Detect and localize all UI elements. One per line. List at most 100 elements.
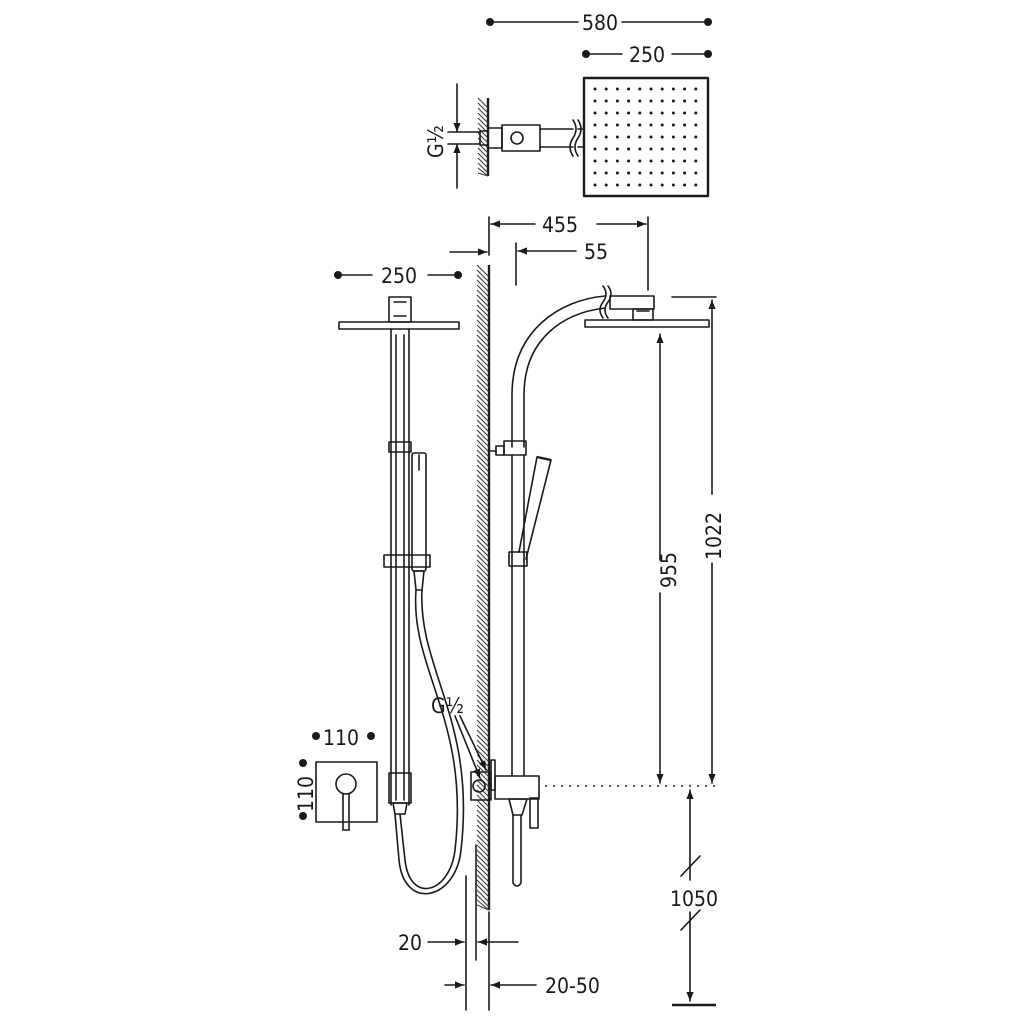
nozzle-dot [615,111,619,115]
wall-hatch-line [476,559,490,573]
nozzle-dot [615,147,619,151]
wall-hatch-line [476,509,490,523]
nozzle-dot [593,171,597,175]
nozzle-dot [683,171,687,175]
wall-hatch-line [476,284,490,298]
wall-hatch-line [476,839,490,853]
nozzle-dot [593,147,597,151]
wall-hatch-line [476,739,490,753]
nozzle-dot [660,87,664,91]
wall-hatch-line [476,354,490,368]
nozzle-dot [604,135,608,139]
wall-hatch-line [476,594,490,608]
wall-hatch-line [476,524,490,538]
wall-hatch-line [476,589,490,603]
wall-hatch-line [476,599,490,613]
wall-hatch-line [476,614,490,628]
wall-hatch-line [476,319,490,333]
wall-hatch-line [476,719,490,733]
nozzle-dot [615,183,619,187]
wall-hatch-line [476,649,490,663]
wall-hatch-line [477,97,489,109]
wall-hatch-line [476,579,490,593]
nozzle-dot [615,171,619,175]
nozzle-dot [671,147,675,151]
dim-955-label: 955 [657,552,681,588]
wall-hatch-line [476,699,490,713]
wall-hatch-line [476,414,490,428]
wall-hatch-line [476,714,490,728]
dim-110-width-label: 110 [323,726,359,750]
nozzle-dot [638,183,642,187]
nozzle-dot [638,99,642,103]
wall-hatch-line [476,419,490,433]
nozzle-dot [649,183,653,187]
wall-hatch-line [476,514,490,528]
front-hand-shower [383,452,431,591]
dimension-1050: 1050 [670,789,718,1007]
dimension-55: 55 [515,240,608,286]
side-mixer-body [470,759,540,887]
nozzle-dot [660,111,664,115]
nozzle-dot [638,159,642,163]
wall-hatch-line [476,519,490,533]
wall-hatch-line [476,684,490,698]
wall-hatch-line [476,389,490,403]
nozzle-dot [683,159,687,163]
wall-hatch-line [477,127,489,139]
wall-hatch-line [476,844,490,858]
front-shower-head [338,296,460,330]
nozzle-dot [683,87,687,91]
nozzle-dot [694,111,698,115]
wall-hatch-line [476,619,490,633]
wall-hatch-line [476,444,490,458]
nozzle-dot [660,99,664,103]
nozzle-dot [694,147,698,151]
side-hand-shower [518,455,552,560]
wall-hatch-line [476,304,490,318]
wall-hatch-line [476,829,490,843]
wall-hatch-line [476,569,490,583]
wall-hatch-line [476,889,490,903]
wall-hatch-line [476,494,490,508]
top-shower-arm [479,119,585,157]
dim-580-label: 580 [582,11,618,35]
wall-hatch-line [476,459,490,473]
wall-hatch-line [476,859,490,873]
front-shower-hose [394,589,465,895]
wall-hatch-line [476,469,490,483]
side-view: 455 55 [398,213,726,1011]
wall-hatch-line [476,394,490,408]
nozzle-dot [627,171,631,175]
dim-20-50-label: 20-50 [545,974,600,998]
nozzle-dot [615,87,619,91]
dimension-580: 580 [486,11,712,35]
wall-hatch-line [476,314,490,328]
front-riser-pipe [388,328,412,815]
nozzle-dot [694,99,698,103]
nozzle-dot [694,135,698,139]
wall-hatch-line [476,574,490,588]
nozzle-dot [660,135,664,139]
wall-hatch-line [476,474,490,488]
wall-hatch-line [476,609,490,623]
nozzle-dot [649,171,653,175]
wall-hatch-line [476,399,490,413]
dim-1022-label: 1022 [702,512,726,560]
nozzle-dot [593,111,597,115]
front-view: 250 [294,264,465,895]
dim-g-half-top-label: G½ [424,125,448,158]
wall-hatch-line [476,869,490,883]
wall-hatch-line [476,674,490,688]
wall-hatch-line [476,759,490,773]
wall-hatch-line [476,704,490,718]
nozzle-dot [638,111,642,115]
wall-hatch-line [476,724,490,738]
wall-hatch-line [476,339,490,353]
wall-hatch-line [476,334,490,348]
wall-hatch-line [476,499,490,513]
wall-hatch-line [476,344,490,358]
nozzle-dot [593,99,597,103]
nozzle-dot [604,183,608,187]
